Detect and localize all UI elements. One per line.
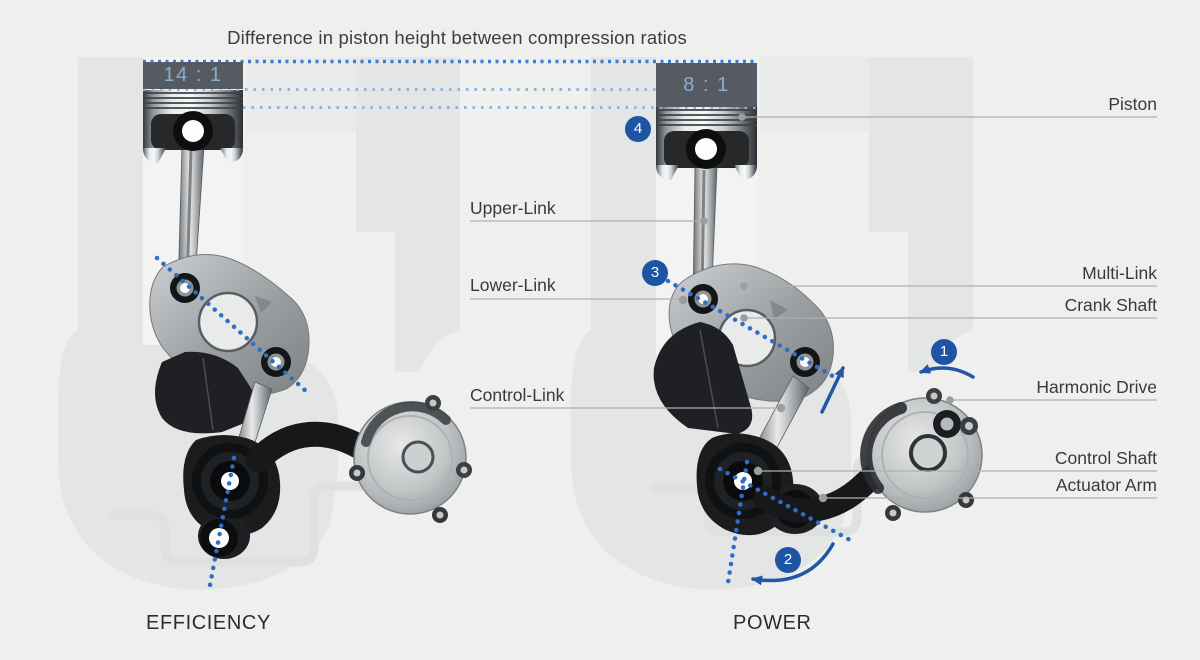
axis-multilink-left [154, 255, 310, 395]
leader-lines [470, 116, 1157, 499]
motion-arrows [751, 364, 975, 586]
power-assembly [653, 107, 983, 536]
label-harmonic-drive: Harmonic Drive [1036, 377, 1157, 397]
harmonic-drive-rotation-arrow [919, 364, 975, 379]
compression-ratio-badge-right: 8 : 1 [656, 63, 757, 107]
compression-ratio-badge-left: 14 : 1 [143, 62, 243, 89]
label-control-shaft: Control Shaft [1054, 448, 1157, 468]
piston-height-measure-lines [143, 59, 757, 109]
caption-power: POWER [733, 612, 812, 634]
label-multi-link: Multi-Link [1082, 263, 1157, 283]
axis-dotted-lines [154, 255, 853, 588]
harmonic-drive-left [349, 395, 472, 523]
label-control-link: Control-Link [470, 385, 565, 405]
label-upper-link: Upper-Link [470, 198, 556, 218]
caption-efficiency: EFFICIENCY [146, 612, 271, 634]
piston-left [143, 90, 243, 163]
label-actuator-arm: Actuator Arm [1055, 475, 1157, 495]
harmonic-drive-right [860, 388, 983, 521]
axis-multilink-right [665, 278, 839, 381]
counterweight [155, 351, 259, 434]
step-marker-1: 1 [931, 339, 957, 365]
step-marker-2: 2 [775, 547, 801, 573]
axis-controlshaft-right-vertical [725, 459, 750, 586]
leader-dots [678, 113, 954, 503]
pivot-bearings [170, 273, 291, 377]
piston-right [656, 107, 757, 180]
control-shaft-left [183, 435, 281, 559]
axis-controlshaft-right-rotated [717, 466, 853, 543]
efficiency-assembly [143, 90, 472, 559]
label-crank-shaft: Crank Shaft [1064, 295, 1157, 315]
counterweight [653, 322, 753, 434]
step-marker-4: 4 [625, 116, 651, 142]
control-shaft-rotation-arrow [751, 542, 835, 586]
multilink-up-arrow [820, 366, 845, 414]
step-marker-3: 3 [642, 260, 668, 286]
diagram-title: Difference in piston height between comp… [227, 27, 687, 48]
label-piston: Piston [1108, 94, 1157, 114]
label-lower-link: Lower-Link [470, 275, 556, 295]
